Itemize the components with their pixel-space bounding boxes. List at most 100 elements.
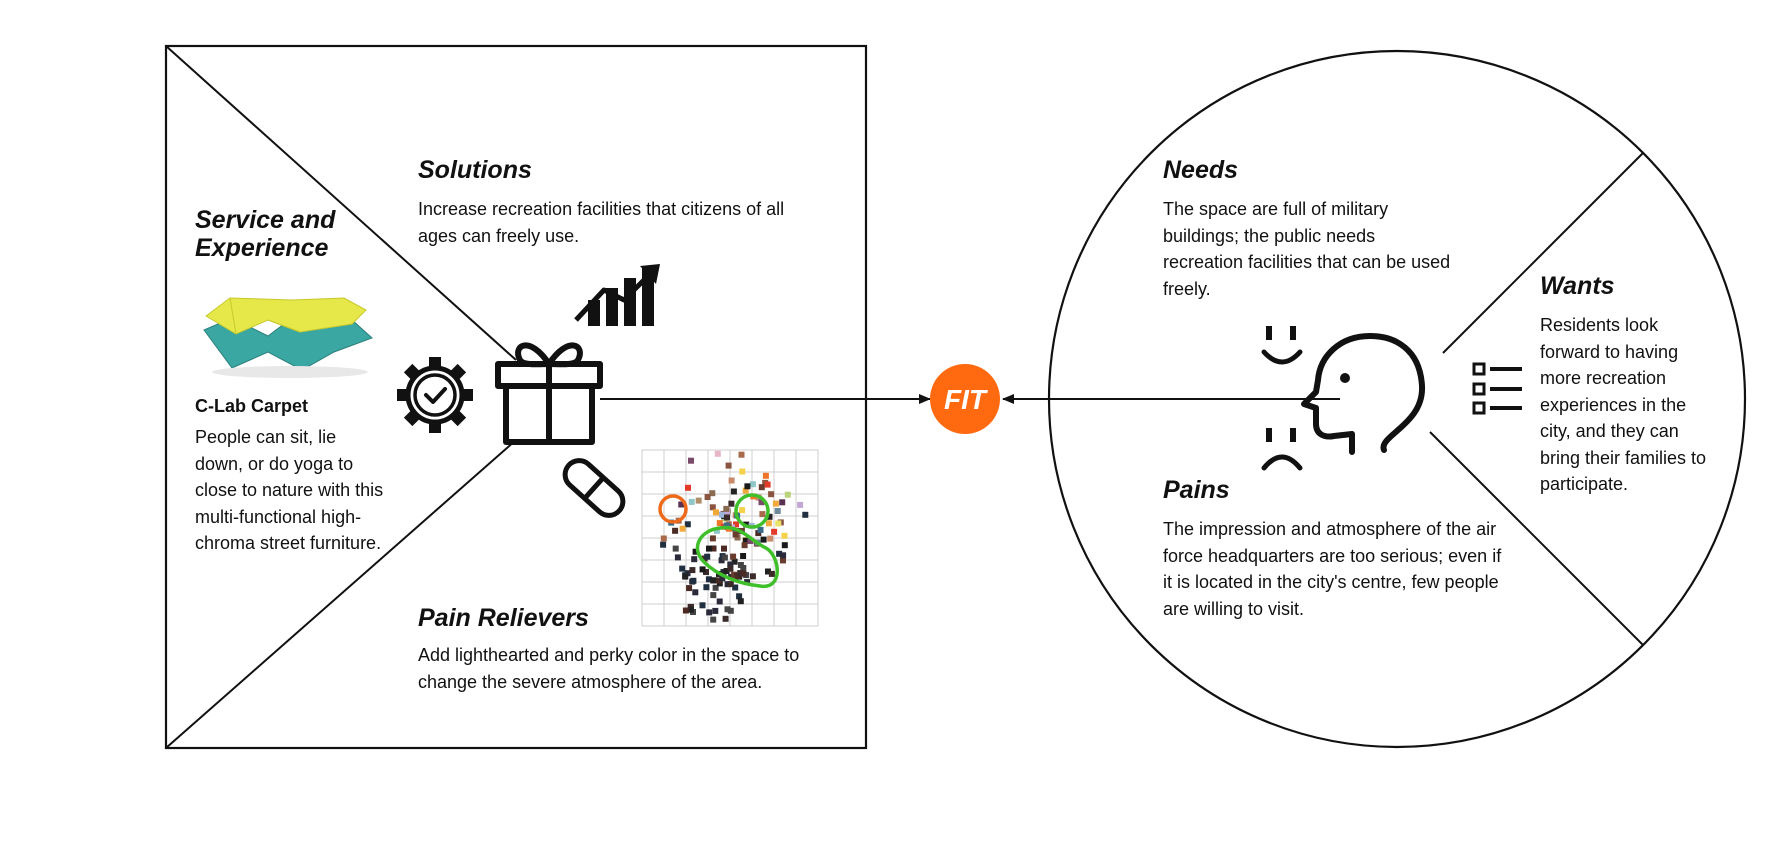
color-swatch	[686, 585, 693, 592]
color-swatch	[710, 545, 717, 552]
color-swatch	[706, 545, 712, 552]
color-swatch	[723, 568, 730, 574]
customer-divider-upper	[1442, 152, 1644, 354]
color-swatch	[768, 570, 775, 577]
color-swatch	[710, 577, 717, 584]
color-swatch	[709, 504, 716, 511]
solutions-heading: Solutions	[418, 156, 532, 184]
color-swatch	[679, 525, 686, 532]
service-experience-text: People can sit, lie down, or do yoga to …	[195, 427, 384, 553]
pains-heading: Pains	[1163, 476, 1230, 504]
color-swatch	[797, 501, 804, 508]
color-swatch	[731, 571, 738, 578]
color-swatch	[733, 521, 739, 528]
pain-relievers-heading: Pain Relievers	[418, 604, 589, 632]
color-swatch	[724, 581, 731, 588]
color-swatch	[688, 498, 695, 505]
gift-icon	[495, 342, 603, 445]
color-swatch	[780, 557, 786, 564]
color-swatch	[758, 484, 765, 491]
color-swatch	[765, 520, 772, 527]
color-swatch	[713, 509, 719, 516]
color-swatch	[739, 507, 746, 514]
customer-profile	[1047, 49, 1747, 749]
color-swatch	[725, 462, 732, 469]
color-swatch	[740, 553, 747, 559]
color-swatch	[724, 514, 730, 521]
color-swatch	[724, 509, 730, 516]
color-map-green-blob	[695, 525, 779, 588]
color-swatch	[703, 584, 710, 591]
color-swatch	[802, 511, 809, 518]
color-swatch	[727, 607, 734, 614]
color-swatch	[684, 521, 691, 528]
color-swatch	[759, 511, 766, 518]
color-swatch	[728, 500, 735, 507]
color-swatch	[742, 537, 749, 544]
color-swatch	[660, 535, 667, 542]
color-swatch	[732, 584, 739, 591]
color-map-swatches	[660, 450, 809, 623]
carpet-product-image	[203, 297, 373, 378]
value-map-divider-lower	[165, 439, 517, 749]
color-swatch	[741, 542, 748, 549]
color-swatch	[739, 468, 746, 475]
value-map-frame	[164, 44, 868, 750]
color-swatch	[780, 552, 787, 559]
color-swatch	[672, 545, 679, 552]
color-swatch	[723, 505, 730, 512]
color-swatch	[692, 589, 699, 596]
color-swatch	[719, 575, 726, 582]
color-swatch	[682, 607, 689, 614]
color-swatch	[766, 513, 773, 520]
color-swatch	[784, 491, 791, 498]
value-map-divider-upper	[165, 45, 517, 361]
color-swatch	[674, 554, 681, 561]
color-swatch	[765, 568, 771, 575]
color-swatch	[704, 494, 711, 500]
color-swatch	[781, 532, 788, 539]
color-swatch	[689, 567, 696, 574]
color-swatch	[716, 577, 723, 584]
color-swatch	[737, 598, 744, 605]
color-swatch	[716, 598, 723, 605]
color-swatch	[781, 542, 788, 549]
color-map-grid	[641, 449, 819, 627]
service-experience-heading-line1: Service and	[195, 206, 336, 234]
pains-text: The impression and atmosphere of the air…	[1163, 519, 1502, 619]
color-swatch	[699, 602, 706, 609]
color-swatch	[757, 526, 764, 533]
color-swatch	[774, 508, 781, 514]
color-swatch	[772, 500, 779, 507]
color-swatch	[660, 541, 667, 548]
color-swatch	[724, 606, 731, 613]
fit-badge: FIT	[930, 364, 1000, 434]
color-swatch	[762, 472, 769, 479]
color-swatch	[685, 484, 691, 491]
color-swatch	[760, 536, 767, 543]
color-swatch	[768, 491, 775, 498]
color-swatch	[721, 554, 728, 561]
color-swatch	[776, 550, 783, 557]
color-swatch	[736, 593, 743, 600]
color-swatch	[710, 592, 717, 599]
color-swatch	[679, 565, 686, 572]
color-swatch	[749, 481, 756, 488]
color-swatch	[727, 561, 734, 568]
head-profile-icon	[1301, 333, 1426, 455]
color-swatch	[687, 606, 694, 613]
needs-text: The space are full of military buildings…	[1163, 199, 1451, 299]
color-swatch	[712, 607, 719, 614]
color-map-green-ring	[734, 493, 770, 529]
color-swatch	[722, 615, 729, 622]
customer-divider-lower	[1429, 431, 1644, 646]
pain-relievers-text: Add lighthearted and perky color in the …	[418, 645, 800, 692]
color-swatch	[690, 577, 697, 584]
color-swatch	[712, 584, 719, 591]
carpet-product-name: C-Lab Carpet	[195, 396, 309, 416]
color-map-orange-ring	[658, 494, 688, 524]
color-swatch	[672, 527, 679, 534]
color-swatch	[695, 497, 702, 504]
color-swatch	[730, 488, 737, 495]
color-swatch	[692, 548, 699, 555]
